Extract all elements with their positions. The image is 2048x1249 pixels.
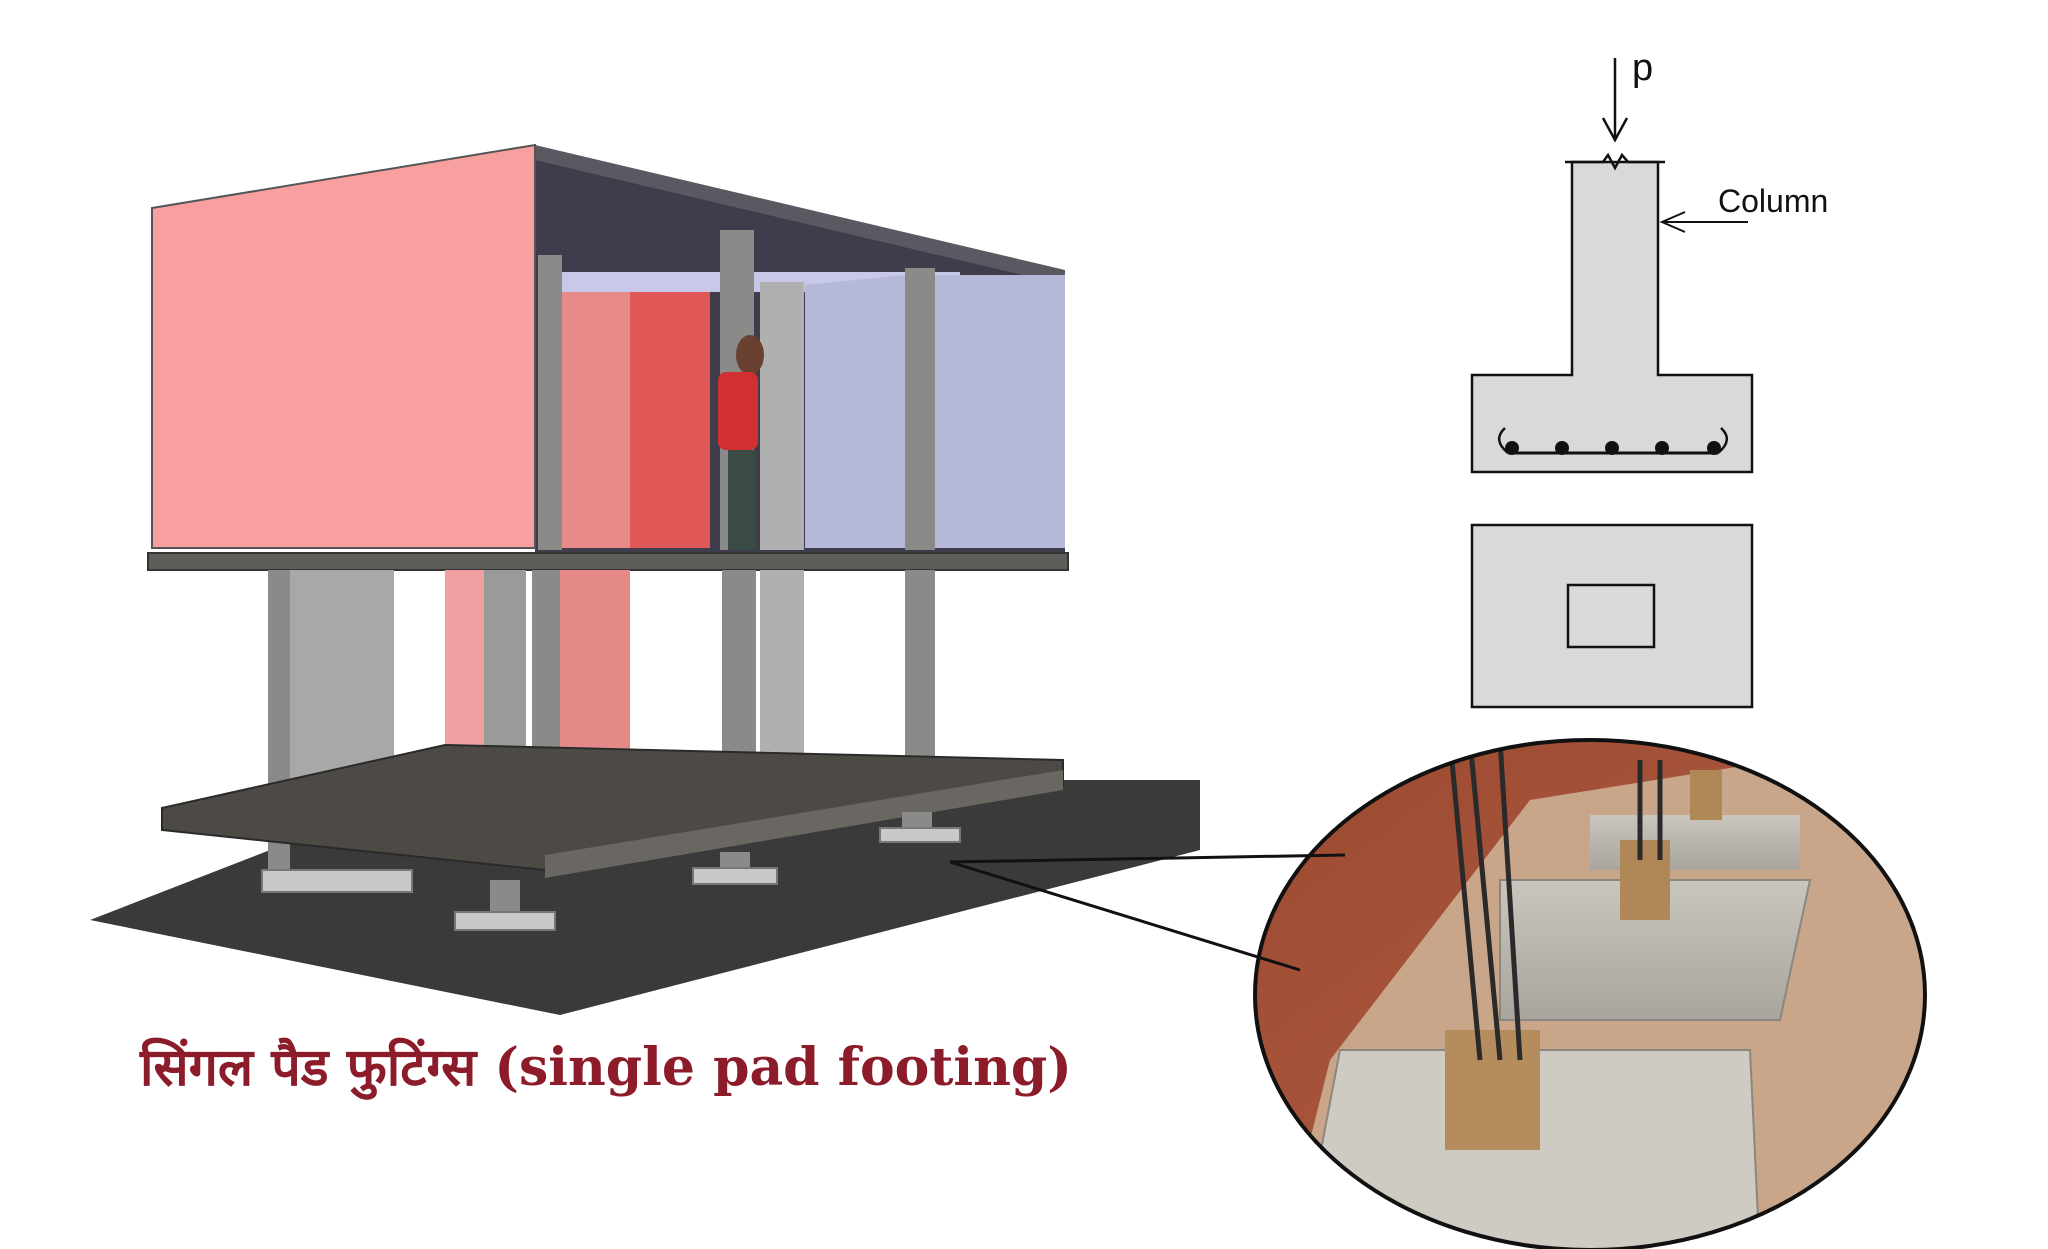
column-lower-3 (532, 570, 560, 770)
column-pointer-arrow (1659, 211, 1748, 233)
column-upper-1 (538, 255, 562, 550)
wall-lower-grey-2 (760, 570, 804, 758)
load-label: p (1632, 47, 1653, 89)
footing-plan-column (1566, 583, 1656, 649)
column-section (1470, 160, 1754, 474)
rebar-dot-icon (1555, 441, 1569, 455)
wall-inner-pink (560, 292, 630, 548)
floor-slab-edge (545, 770, 1063, 878)
diagram-caption: सिंगल पैड फुटिंग्स (single pad footing) (140, 1037, 1072, 1098)
callout-lines (949, 853, 1346, 972)
footing-site-photo (1253, 738, 1927, 1249)
wall-left-pink (151, 143, 536, 549)
footing-section-diagram: p Column (1470, 47, 1828, 709)
arrow-down-icon (1601, 58, 1629, 143)
building-model (90, 143, 1200, 1015)
rebar-dot-icon (1505, 441, 1519, 455)
column-lower-5 (905, 570, 935, 765)
wall-inner-red (630, 285, 710, 548)
break-line (1565, 152, 1665, 171)
rebar-dot-icon (1605, 441, 1619, 455)
footing-plan-outer (1470, 523, 1754, 709)
rebar-dot-icon (1655, 441, 1669, 455)
column-upper-4 (905, 268, 935, 550)
pad-footings (261, 812, 961, 931)
rebar-dot-icon (1707, 441, 1721, 455)
photo-frame (1253, 738, 1927, 1249)
rebar-layer (1498, 427, 1728, 455)
column-upper-3 (760, 282, 804, 550)
wall-blue-right (935, 275, 1065, 548)
wall-blue-left (805, 275, 905, 548)
roof-slab (535, 145, 1065, 285)
column-label: Column (1718, 183, 1828, 219)
person-figure (718, 335, 764, 550)
floor-slab-upper (147, 552, 1069, 571)
